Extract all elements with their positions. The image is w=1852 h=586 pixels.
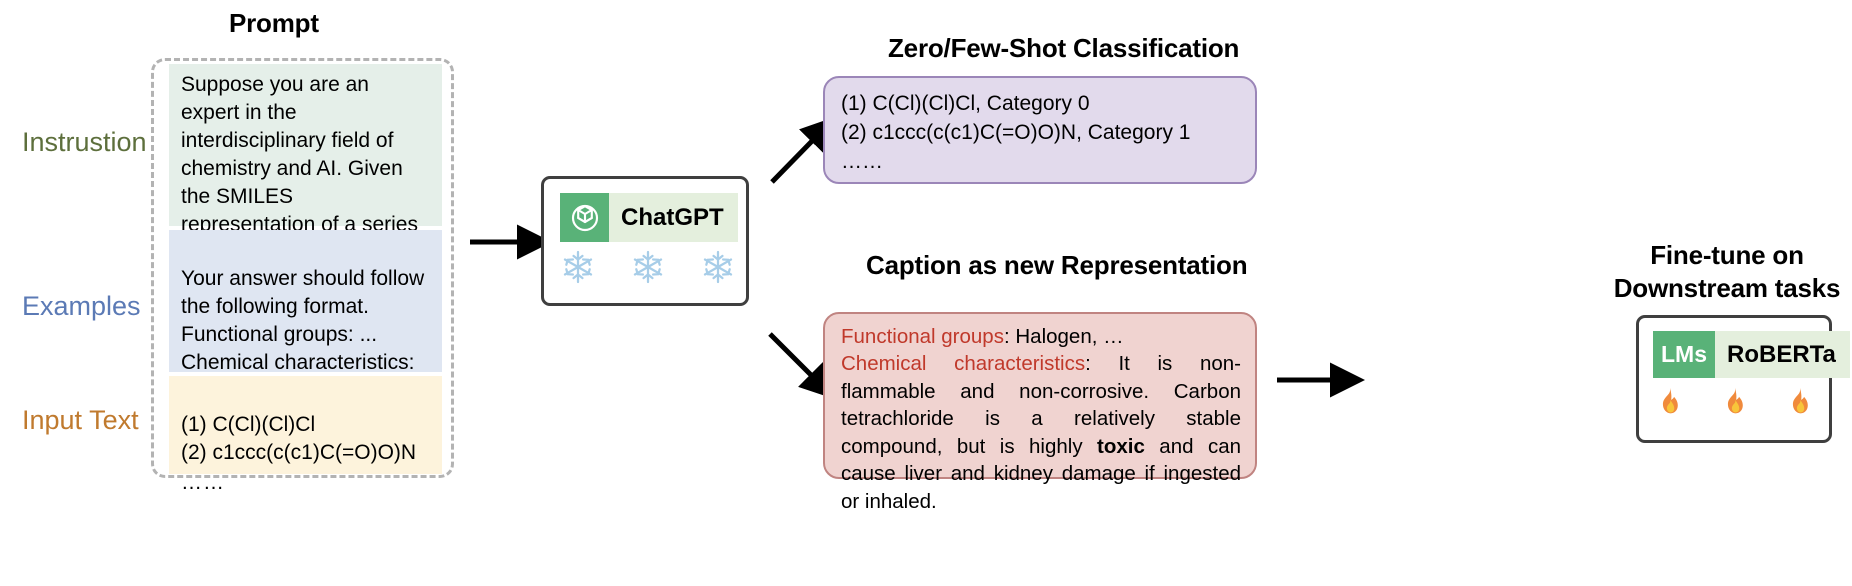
lms-tag: LMs <box>1653 331 1715 378</box>
input-body: (1) C(Cl)(Cl)Cl (2) c1ccc(c(c1)C(=O)O)N <box>181 412 417 464</box>
caption-value-functional: : Halogen, … <box>1003 325 1124 348</box>
snowflake-icon <box>700 249 736 285</box>
page-title-prompt: Prompt <box>229 8 319 38</box>
frozen-indicator-group <box>560 249 736 285</box>
chatgpt-name: ChatGPT <box>621 203 724 231</box>
roberta-badge: LMs RoBERTa <box>1653 331 1850 378</box>
prompt-block-input-text: (1) C(Cl)(Cl)Cl (2) c1ccc(c(c1)C(=O)O)N … <box>169 376 442 494</box>
snowflake-icon <box>630 249 666 285</box>
prompt-container <box>151 58 454 478</box>
chatgpt-badge: ChatGPT <box>560 193 738 242</box>
snowflake-icon <box>560 249 596 285</box>
arrow-prompt-to-model <box>470 224 552 260</box>
caption-value-chemical-bold: toxic <box>1097 434 1145 458</box>
tuned-indicator-group <box>1653 385 1819 421</box>
zeroshot-output-bubble: (1) C(Cl)(Cl)Cl, Category 0 (2) c1ccc(c(… <box>823 76 1257 184</box>
model-card-roberta[interactable]: LMs RoBERTa <box>1636 315 1850 443</box>
fire-icon <box>1783 385 1819 421</box>
label-examples: Examples <box>22 291 141 321</box>
fire-icon <box>1718 385 1754 421</box>
input-ellipsis: …… <box>181 470 225 494</box>
arrow-model-to-caption <box>768 332 836 400</box>
fire-icon <box>1653 385 1689 421</box>
label-instruction: Instrustion <box>22 127 147 157</box>
caption-value-chemical-b: and can cause liver and kidney damage if… <box>841 434 1241 513</box>
caption-key-chemical: Chemical characteristics <box>841 352 1086 376</box>
caption-value-chemical-a: : It is non-flammable and non-corrosive.… <box>841 352 1241 458</box>
section-title-finetune: Fine-tune on Downstream tasks <box>1613 240 1841 304</box>
openai-logo-icon <box>560 193 609 242</box>
section-title-caption: Caption as new Representation <box>866 250 1248 280</box>
arrow-caption-to-finetune <box>1277 362 1365 398</box>
section-title-zeroshot: Zero/Few-Shot Classification <box>888 33 1240 63</box>
label-input-text: Input Text <box>22 405 139 435</box>
arrow-model-to-zeroshot <box>770 116 836 184</box>
zeroshot-line: (1) C(Cl)(Cl)Cl, Category 0 <box>841 92 1090 115</box>
prompt-block-instruction: Suppose you are an expert in the interdi… <box>169 64 442 291</box>
zeroshot-ellipsis: …… <box>841 149 883 173</box>
caption-key-functional: Functional groups <box>841 325 1004 348</box>
zeroshot-line: (2) c1ccc(c(c1)C(=O)O)N, Category 1 <box>841 120 1191 144</box>
caption-chemical-line: Chemical characteristics: It is non-flam… <box>841 350 1241 515</box>
model-card-chatgpt[interactable]: ChatGPT <box>541 176 749 306</box>
prompt-block-examples: Your answer should follow the following … <box>169 230 442 432</box>
caption-output-bubble: Functional groups: Halogen, … Chemical c… <box>823 312 1257 513</box>
caption-functional-line: Functional groups: Halogen, … <box>841 323 1241 350</box>
roberta-name: RoBERTa <box>1727 340 1836 368</box>
